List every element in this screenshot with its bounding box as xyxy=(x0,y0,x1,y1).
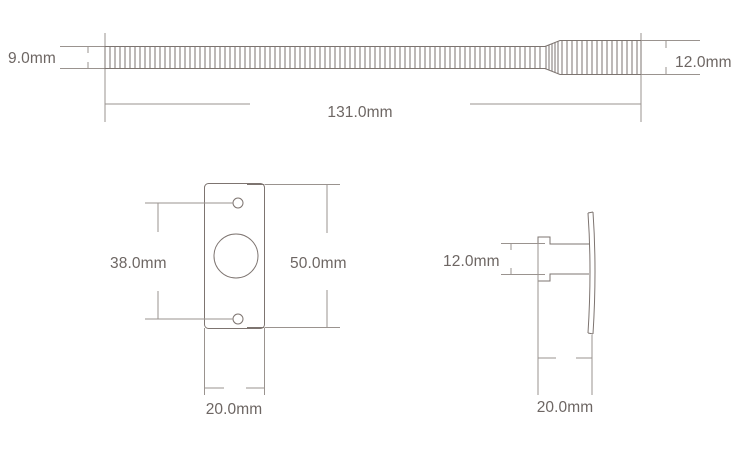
dim-label-12mm-top: 12.0mm xyxy=(675,54,732,71)
dim-label-20mm-front: 20.0mm xyxy=(206,401,263,418)
dim-label-20mm-side: 20.0mm xyxy=(537,399,594,416)
plate-screw-hole-bottom xyxy=(232,313,244,325)
front-view-mounting-plate xyxy=(145,183,340,395)
plate-center-hole xyxy=(213,233,259,279)
side-view-mounting-plate xyxy=(501,211,596,395)
dim-label-9mm: 9.0mm xyxy=(8,50,56,67)
dim-label-12mm-side: 12.0mm xyxy=(443,253,500,270)
plate-screw-hole-top xyxy=(232,197,244,209)
dim-label-131mm: 131.0mm xyxy=(327,104,392,121)
plate-outline-front xyxy=(204,183,265,329)
dim-20mm-side-witness-lines xyxy=(537,244,593,395)
dim-20mm-front-witness-lines xyxy=(204,328,265,395)
top-view-gooseneck-tube xyxy=(60,33,700,122)
plate-outline-side-inner xyxy=(587,212,591,334)
dim-131mm-line xyxy=(104,97,642,111)
dim-38mm-witness-lines xyxy=(145,202,233,320)
dim-50mm-witness-lines xyxy=(264,184,340,328)
plate-side-top-cap xyxy=(587,211,594,214)
dim-label-50mm: 50.0mm xyxy=(290,255,347,272)
plate-side-bottom-cap xyxy=(587,332,594,335)
tube-coil-ribs-narrow xyxy=(109,46,541,69)
dim-label-38mm: 38.0mm xyxy=(110,255,167,272)
boss-outline-side xyxy=(537,236,589,282)
tube-coil-ribs-wide xyxy=(561,40,638,75)
plate-outline-side xyxy=(592,211,596,335)
dim-9mm-witness-lines xyxy=(60,46,128,69)
tube-coil-ribs-taper xyxy=(545,41,559,74)
dim-12mm-top-witness-lines xyxy=(641,40,700,75)
